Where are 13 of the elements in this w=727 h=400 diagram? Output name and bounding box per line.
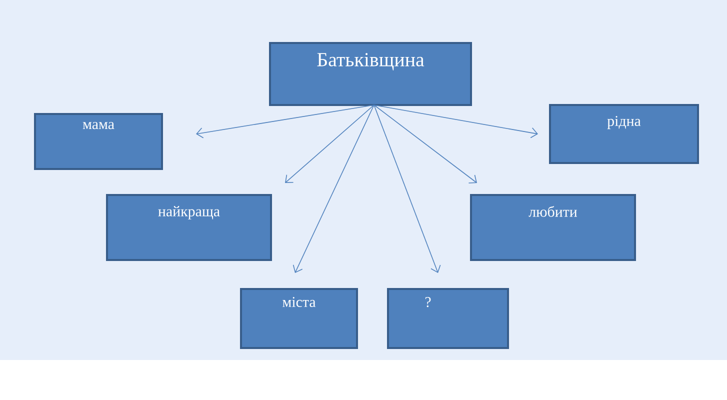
arrow — [196, 104, 374, 138]
arrow — [374, 104, 538, 138]
arrow — [285, 104, 374, 183]
text-box: любити — [470, 194, 636, 261]
arrow — [374, 104, 477, 184]
arrow — [292, 104, 374, 273]
text-box: Батьківщина — [269, 42, 472, 106]
text-box: рідна — [549, 104, 699, 164]
text-box: найкраща — [106, 194, 272, 261]
arrow — [374, 104, 441, 273]
text-box: мама — [34, 113, 163, 170]
text-box: міста — [240, 288, 358, 349]
text-box: ? — [387, 288, 509, 349]
